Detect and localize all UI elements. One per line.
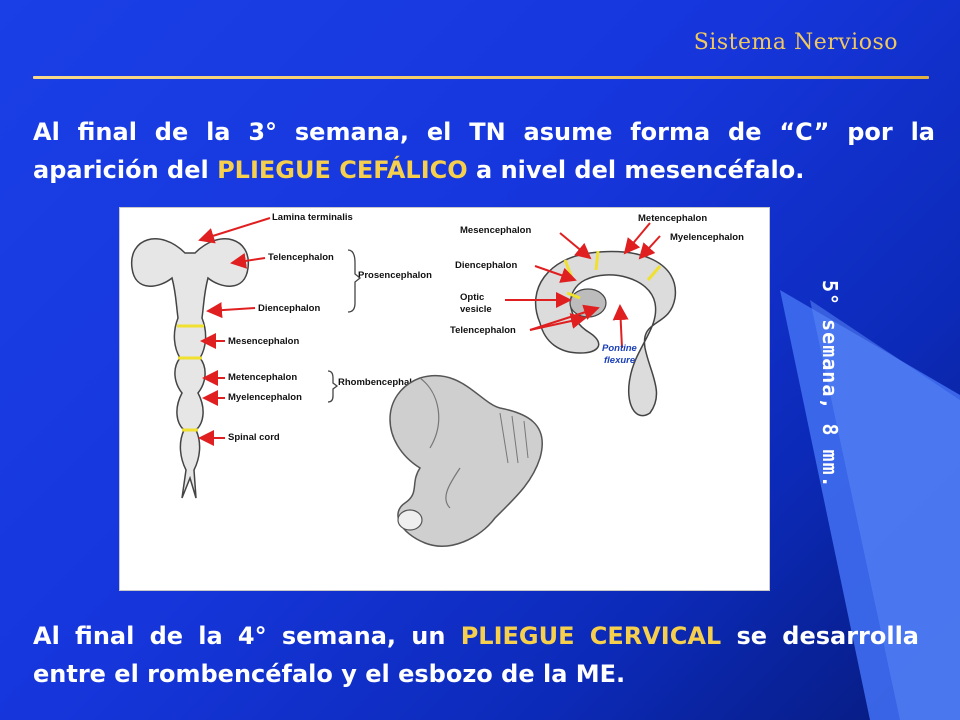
prosencephalon-bracket (347, 249, 362, 313)
header-divider (33, 76, 929, 79)
curved-brain-drawing (534, 250, 677, 417)
figure-drawing: Lamina terminalis Telencephalon Prosence… (131, 212, 744, 547)
label-optic: Optic (460, 292, 484, 303)
label-myelencephalon-left: Myelencephalon (228, 392, 302, 403)
neural-tube-drawing (131, 238, 249, 499)
paragraph-top-text-1: Al final de la 3° semana, el TN asume fo… (33, 118, 935, 184)
label-diencephalon-right: Diencephalon (455, 260, 517, 271)
embryo-brain-figure: Lamina terminalis Telencephalon Prosence… (119, 207, 770, 591)
label-mesencephalon-left: Mesencephalon (228, 336, 299, 347)
label-spinal-cord: Spinal cord (228, 432, 280, 443)
label-rhombencephalon: Rhombencephalon (338, 377, 424, 388)
embryo-sketch (389, 375, 543, 547)
highlight-pliegue-cervical: PLIEGUE CERVICAL (460, 622, 722, 650)
right-arrows (505, 222, 661, 349)
paragraph-bottom-text-1: Al final de la 4° semana, un (33, 622, 461, 650)
label-diencephalon-left: Diencephalon (258, 303, 320, 314)
rhombencephalon-bracket (327, 370, 339, 403)
label-vesicle: vesicle (460, 304, 492, 315)
label-telencephalon-left: Telencephalon (268, 252, 334, 263)
label-metencephalon-right: Metencephalon (638, 213, 707, 224)
highlight-pliegue-cefalico: PLIEGUE CEFÁLICO (217, 156, 468, 184)
label-lamina-terminalis: Lamina terminalis (272, 212, 353, 223)
label-flexure: flexure (604, 355, 636, 366)
label-prosencephalon: Prosencephalon (358, 270, 432, 281)
slide-header-title: Sistema Nervioso (693, 30, 898, 55)
paragraph-top-text-2: a nivel del mesencéfalo. (467, 156, 805, 184)
label-mesencephalon-right: Mesencephalon (460, 225, 531, 236)
paragraph-bottom-text-2: se desarrolla entre el rombencéfalo y el… (33, 622, 920, 688)
side-caption-week-size: 5° semana, 8 mm. (818, 280, 842, 489)
label-myelencephalon-right: Myelencephalon (670, 232, 744, 243)
label-telencephalon-right: Telencephalon (450, 325, 516, 336)
left-arrows (198, 217, 271, 446)
label-pontine: Pontine (602, 343, 638, 354)
label-metencephalon-left: Metencephalon (228, 372, 297, 383)
paragraph-top: Al final de la 3° semana, el TN asume fo… (33, 113, 935, 189)
paragraph-bottom: Al final de la 4° semana, un PLIEGUE CER… (33, 617, 919, 693)
